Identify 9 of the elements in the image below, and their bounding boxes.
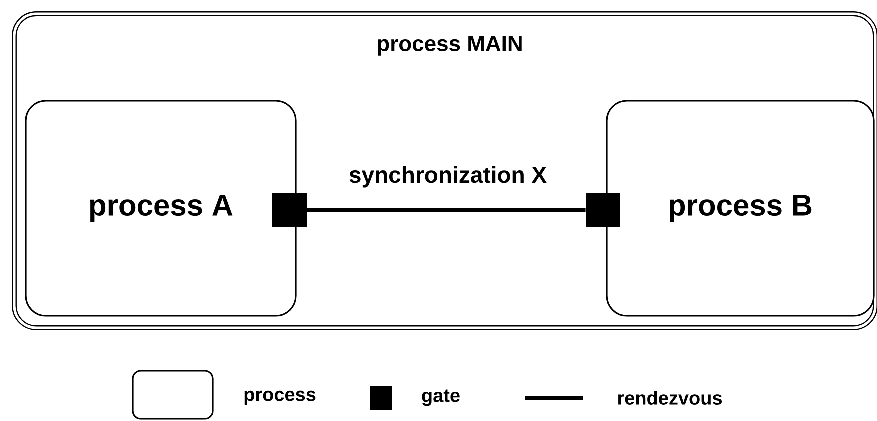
legend-item: process: [132, 370, 316, 420]
process-box: process B: [606, 100, 875, 317]
gate-square: [272, 193, 307, 227]
gate-square: [586, 193, 620, 227]
legend-label: gate: [422, 390, 460, 406]
legend-item: rendezvous: [525, 391, 722, 405]
process-box: process A: [25, 100, 297, 317]
connector-line: [307, 208, 586, 212]
edge-label: synchronization X: [348, 165, 548, 189]
